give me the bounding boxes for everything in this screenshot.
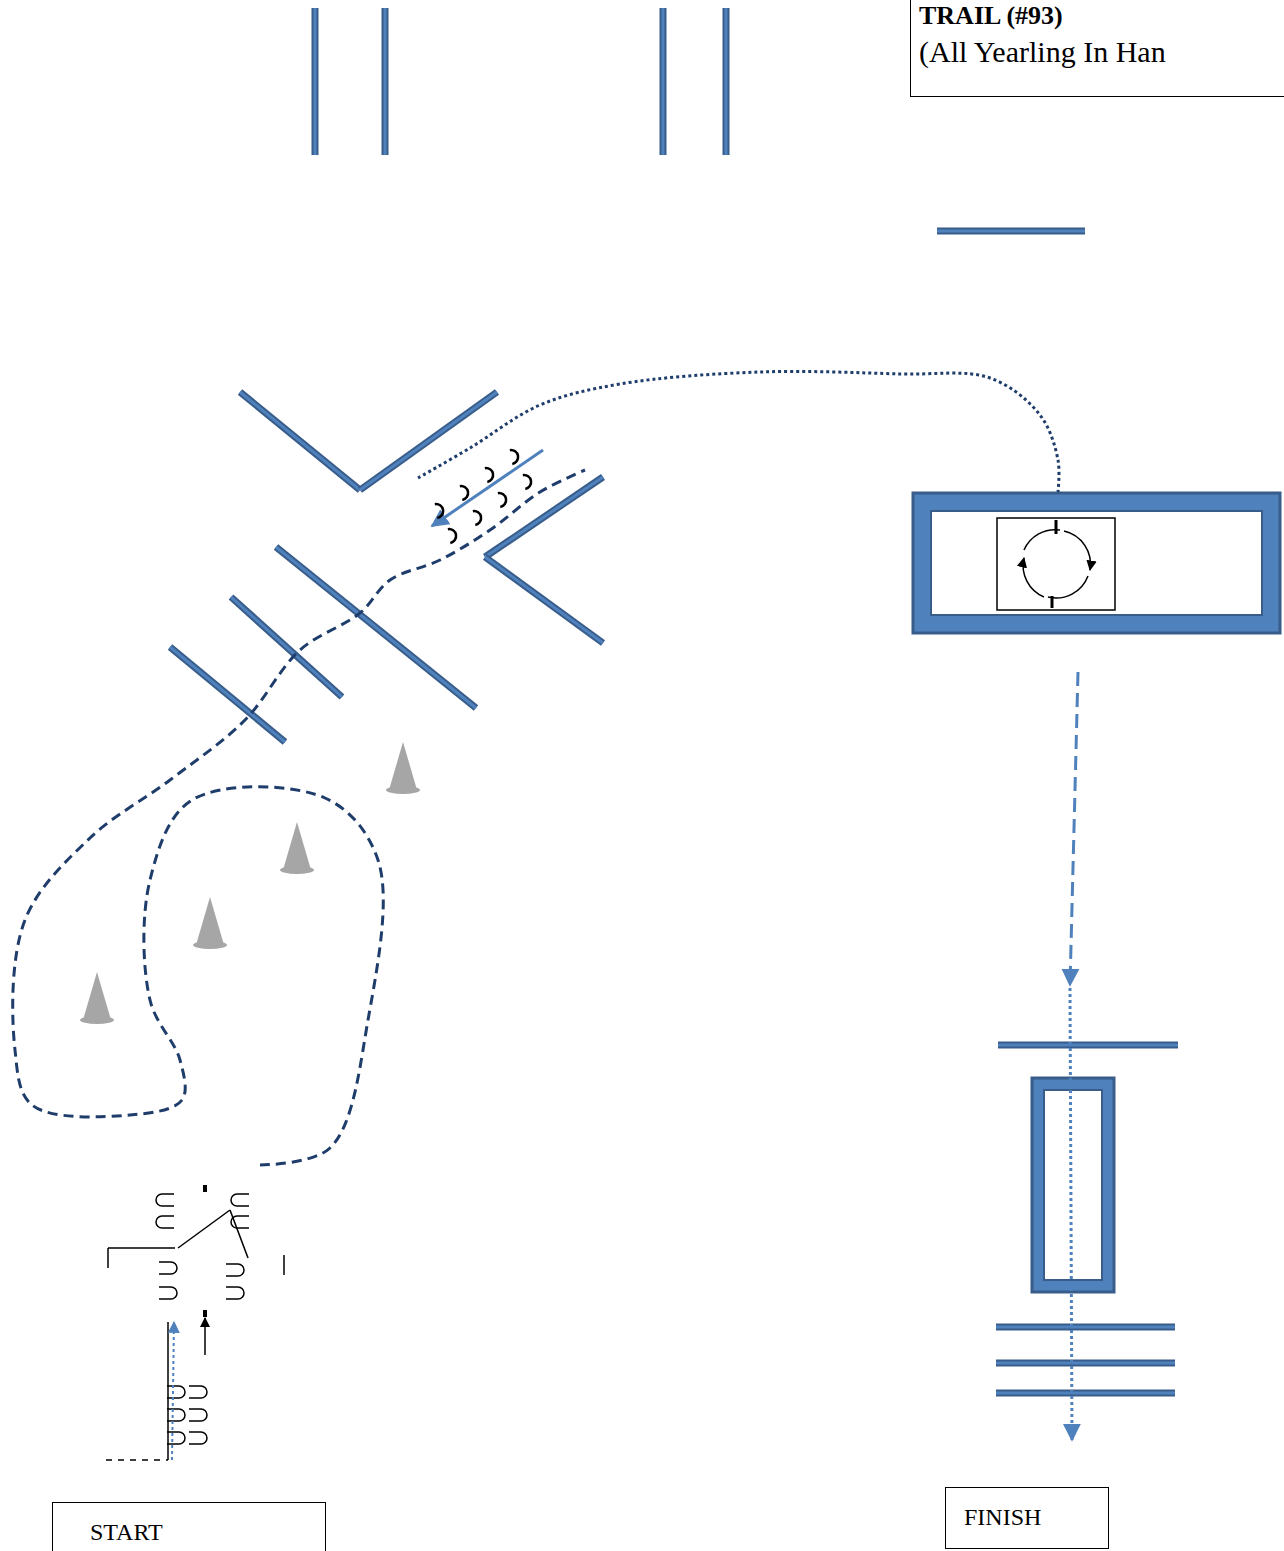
cones — [80, 742, 420, 1024]
title-text: TRAIL (#93) — [911, 0, 1284, 33]
step-mark — [485, 467, 494, 482]
course-line — [13, 470, 585, 1165]
step-mark — [226, 1287, 244, 1299]
course-arrow — [1070, 988, 1072, 1440]
pole-highlight — [996, 1392, 1175, 1395]
pole — [382, 8, 389, 155]
title-box: TRAIL (#93)(All Yearling In Han — [910, 0, 1284, 97]
step-mark — [231, 1194, 249, 1206]
cone — [196, 897, 224, 945]
step-mark — [167, 1386, 185, 1398]
pole-highlight — [384, 8, 387, 155]
pole — [360, 392, 497, 490]
backup-arrow — [432, 450, 543, 526]
cone-base — [193, 941, 227, 949]
step-mark — [226, 1264, 244, 1276]
pole-highlight — [485, 557, 603, 643]
spin-arrow — [1064, 531, 1091, 570]
step-mark — [156, 1194, 174, 1206]
cone-base — [386, 786, 420, 794]
pole-highlight — [725, 8, 728, 155]
pole-highlight — [314, 8, 317, 155]
cone-base — [280, 866, 314, 874]
spin-arc — [1048, 576, 1088, 598]
cone — [283, 822, 311, 870]
pole — [723, 8, 730, 155]
course-line — [418, 371, 1059, 492]
step-mark — [498, 492, 507, 507]
pole — [996, 1324, 1175, 1331]
label-text: (All Yearling In Han — [911, 33, 1284, 71]
pole — [312, 8, 319, 155]
box-frame — [1032, 1078, 1114, 1292]
cone — [83, 972, 111, 1020]
label-box: FINISH — [945, 1487, 1109, 1549]
pole-highlight — [937, 230, 1085, 233]
gate-line — [178, 1210, 230, 1248]
box-inner — [1044, 1090, 1102, 1280]
step-mark — [448, 528, 457, 543]
pole-highlight — [360, 392, 497, 490]
tick — [1055, 520, 1058, 534]
pole — [998, 1042, 1178, 1049]
step-mark — [189, 1409, 207, 1421]
step-mark — [460, 485, 469, 500]
course-path — [13, 371, 1078, 1440]
cone-base — [80, 1016, 114, 1024]
gate-line — [283, 1255, 285, 1275]
step-mark — [167, 1432, 185, 1444]
label-text: START — [53, 1517, 325, 1547]
gate-line — [167, 1322, 169, 1460]
pole-highlight — [996, 1326, 1175, 1329]
step-mark — [159, 1287, 177, 1299]
pole — [276, 547, 476, 708]
step-mark — [189, 1432, 207, 1444]
step-mark — [156, 1216, 174, 1228]
step-mark — [510, 449, 519, 464]
step-mark — [159, 1262, 177, 1274]
gate-line — [230, 1210, 248, 1258]
cone — [389, 742, 417, 790]
pole — [996, 1390, 1175, 1397]
ground-poles — [170, 8, 1280, 1393]
gate-line — [107, 1248, 109, 1268]
box-inner — [931, 511, 1262, 615]
pole — [937, 228, 1085, 235]
pole — [170, 647, 285, 742]
pole — [231, 597, 342, 697]
pole — [660, 8, 667, 155]
pole — [485, 557, 603, 643]
label-text: FINISH — [946, 1502, 1108, 1532]
label-box: START — [52, 1502, 326, 1551]
pole — [996, 1360, 1175, 1367]
spin-area — [997, 518, 1115, 610]
pole-highlight — [240, 392, 360, 490]
step-mark — [523, 474, 532, 489]
pole-highlight — [231, 597, 342, 697]
box-frame — [913, 493, 1280, 633]
spin-arrow — [1023, 558, 1044, 597]
pole-highlight — [170, 647, 285, 742]
pole — [240, 392, 360, 490]
pole-highlight — [662, 8, 665, 155]
pole-highlight — [998, 1044, 1178, 1047]
gate-line — [203, 1310, 207, 1317]
gate-symbols — [106, 449, 532, 1460]
gate-line — [108, 1247, 175, 1249]
pole-highlight — [276, 547, 476, 708]
step-mark — [167, 1409, 185, 1421]
tick — [1051, 596, 1054, 608]
course-arrow — [1070, 672, 1078, 985]
direction-arrow — [204, 1318, 206, 1355]
course-arrow — [172, 1322, 174, 1460]
pole-highlight — [996, 1362, 1175, 1365]
gate-line — [106, 1459, 168, 1461]
step-mark — [435, 503, 444, 518]
step-mark — [189, 1386, 207, 1398]
gate-line — [203, 1185, 207, 1192]
step-mark — [473, 510, 482, 525]
